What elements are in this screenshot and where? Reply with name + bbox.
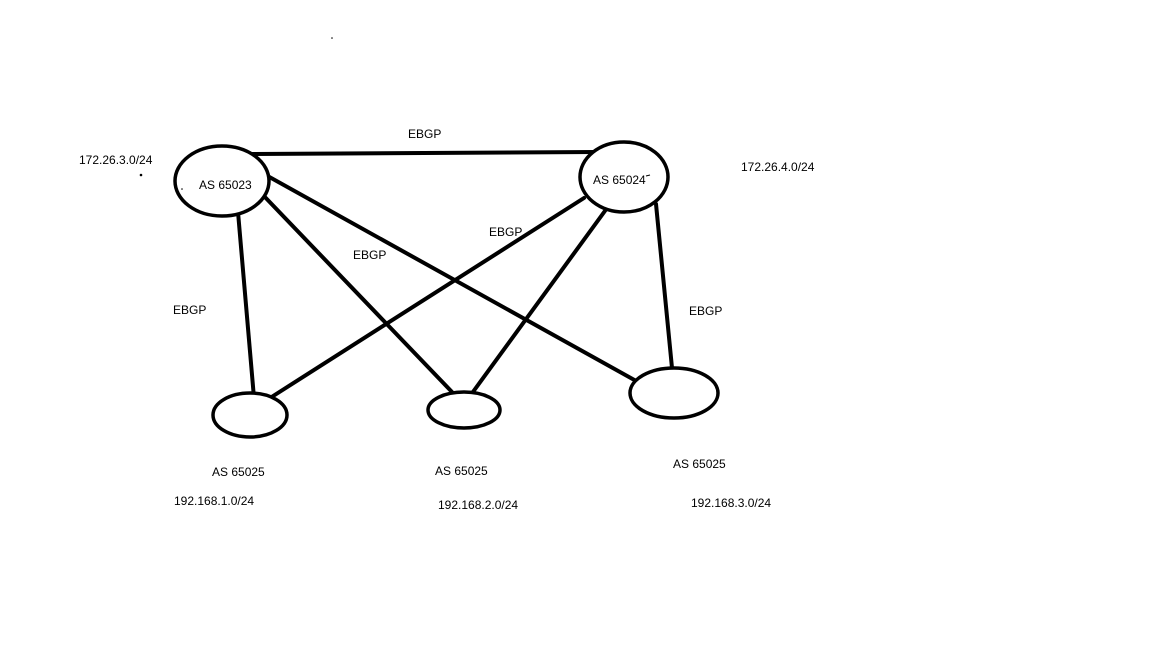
stray-dot	[181, 188, 183, 190]
link-label-cross-left: EBGP	[353, 248, 386, 262]
label-as65024: AS 65024	[593, 173, 646, 187]
stray-tick	[645, 174, 651, 177]
network-spoke1: 192.168.1.0/24	[174, 494, 254, 508]
as-label-spoke2: AS 65025	[435, 464, 488, 478]
node-spoke3	[628, 366, 720, 420]
node-spoke1	[211, 391, 289, 439]
as-label-spoke1: AS 65025	[212, 465, 265, 479]
label-as65023: AS 65023	[199, 178, 252, 192]
link-65023-65024	[250, 150, 598, 156]
link-65024-spoke3	[654, 202, 674, 370]
link-65023-spoke3	[262, 172, 640, 384]
network-spoke2: 192.168.2.0/24	[438, 498, 518, 512]
stray-dot	[139, 173, 143, 177]
node-spoke2	[426, 390, 502, 430]
link-65023-spoke2	[260, 192, 454, 394]
link-label-left-vertical: EBGP	[173, 303, 206, 317]
network-as65023: 172.26.3.0/24	[79, 153, 153, 167]
stray-dot	[331, 37, 333, 39]
network-as65024: 172.26.4.0/24	[741, 160, 815, 174]
as-label-spoke3: AS 65025	[673, 457, 726, 471]
link-65024-spoke1	[268, 196, 586, 400]
link-label-cross-right: EBGP	[489, 225, 522, 239]
network-spoke3: 192.168.3.0/24	[691, 496, 771, 510]
link-65024-spoke2	[468, 202, 612, 398]
link-65023-spoke1	[236, 210, 256, 400]
link-label-top: EBGP	[408, 127, 441, 141]
node-as65024	[578, 140, 670, 214]
link-label-right-vertical: EBGP	[689, 304, 722, 318]
node-as65023	[173, 144, 271, 218]
